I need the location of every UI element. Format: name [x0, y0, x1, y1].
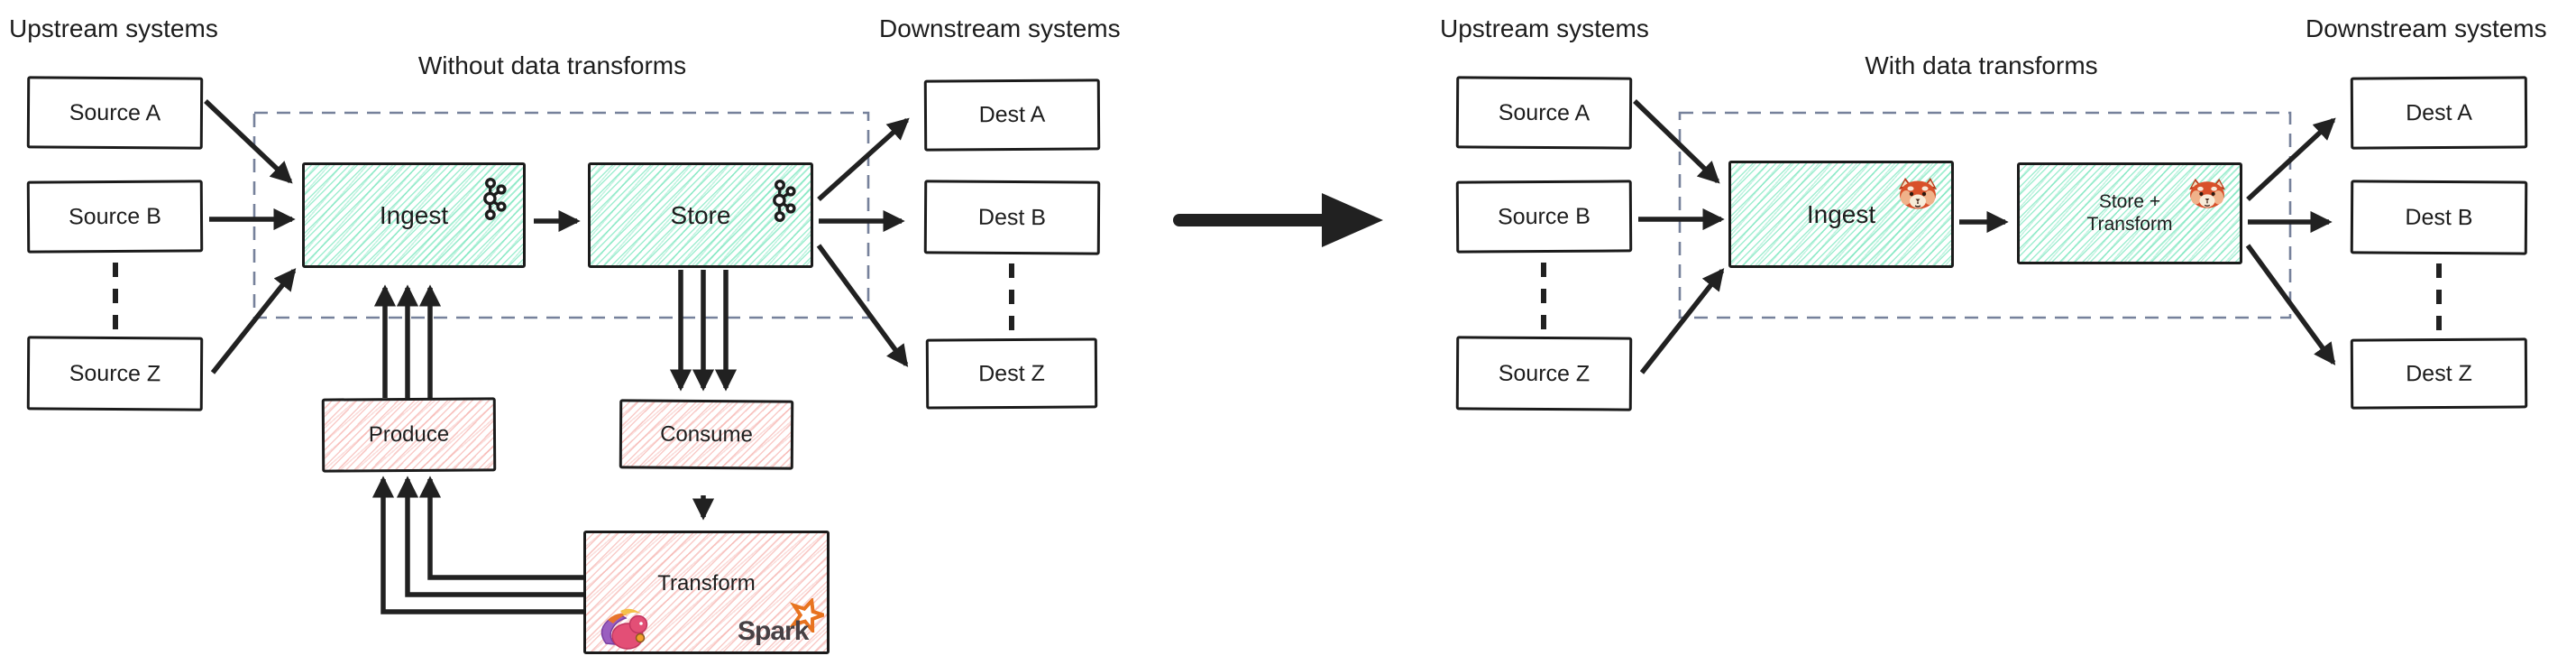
source-a-label-right: Source A [1498, 99, 1591, 125]
spark-wordmark: Spark [738, 616, 809, 646]
dest-b-box-left: Dest B [923, 180, 1101, 255]
arrow-storetransform-to-dest-a [2246, 117, 2336, 202]
arrow-store-to-dest-a [817, 117, 910, 202]
dest-z-box-right: Dest Z [2350, 337, 2528, 410]
source-a-label-left: Source A [69, 99, 161, 125]
store-box-left: Store [588, 162, 813, 268]
dest-b-box-right: Dest B [2350, 180, 2528, 255]
produce-label: Produce [368, 421, 450, 448]
dest-a-box-left: Dest A [923, 79, 1101, 152]
pipeline-frame-left [252, 111, 870, 319]
redpanda-icon [2189, 178, 2225, 208]
source-z-box-left: Source Z [26, 336, 204, 411]
kafka-icon [773, 179, 796, 223]
ingest-box-right: Ingest [1728, 161, 1954, 268]
arrow-source-a-to-ingest [204, 99, 293, 184]
flink-squirrel-icon [600, 608, 648, 650]
dest-a-label-right: Dest A [2406, 99, 2472, 125]
redpanda-icon [1899, 178, 1937, 209]
arrow-transform-to-produce-3 [418, 476, 583, 580]
source-b-box-right: Source B [1455, 180, 1633, 254]
transform-label: Transform [657, 571, 756, 596]
arrow-store-to-dest-z [816, 244, 909, 367]
arrow-source-z-to-ingest-right [1639, 268, 1725, 374]
arrow-transform-to-produce-1 [371, 476, 583, 614]
big-transition-arrow [1173, 193, 1383, 247]
arrow-storetransform-to-dest-z [2245, 244, 2336, 365]
dest-a-box-right: Dest A [2350, 76, 2528, 150]
kafka-icon [483, 177, 507, 221]
arrow-transform-to-produce-2 [396, 476, 583, 597]
source-b-box-left: Source B [26, 180, 204, 254]
diagram-title-left: Without data transforms [417, 51, 687, 79]
upstream-systems-label-right: Upstream systems [1440, 14, 1649, 42]
source-b-label-left: Source B [68, 203, 162, 229]
upstream-systems-label-left: Upstream systems [9, 14, 218, 42]
source-a-box-right: Source A [1455, 76, 1633, 150]
spark-logo: Spark [738, 598, 824, 647]
arrow-source-a-to-ingest-right [1633, 99, 1720, 184]
store-transform-label: Store + Transform [2087, 191, 2173, 236]
transform-box: Transform Spark [583, 531, 830, 654]
source-z-box-right: Source Z [1455, 336, 1633, 411]
dest-b-label-right: Dest B [2405, 204, 2473, 230]
source-a-box-left: Source A [26, 76, 204, 150]
dest-z-box-left: Dest Z [925, 337, 1098, 410]
diagram-title-right: With data transforms [1865, 51, 2098, 79]
produce-box: Produce [321, 397, 497, 473]
ingest-label-right: Ingest [1806, 199, 1876, 228]
dest-z-label-right: Dest Z [2406, 360, 2472, 386]
source-z-label-right: Source Z [1498, 360, 1591, 386]
arrow-source-z-to-ingest [210, 268, 297, 374]
spark-star-icon [790, 598, 824, 633]
ingest-label-left: Ingest [379, 200, 449, 229]
dest-b-label-left: Dest B [977, 204, 1047, 230]
dest-a-label-left: Dest A [978, 101, 1046, 128]
ingest-box-left: Ingest [302, 162, 526, 268]
store-transform-line1: Store + [2098, 190, 2161, 212]
consume-box: Consume [619, 399, 794, 470]
source-b-label-right: Source B [1497, 203, 1591, 229]
store-transform-line2: Transform [2086, 213, 2173, 235]
store-transform-box: Store + Transform [2017, 162, 2242, 264]
consume-label: Consume [660, 421, 753, 447]
dest-z-label-left: Dest Z [978, 360, 1045, 386]
downstream-systems-label-left: Downstream systems [879, 14, 1121, 42]
pipeline-frame-right [1678, 111, 2292, 319]
downstream-systems-label-right: Downstream systems [2306, 14, 2547, 42]
store-label-left: Store [670, 200, 731, 229]
source-z-label-left: Source Z [69, 360, 161, 386]
